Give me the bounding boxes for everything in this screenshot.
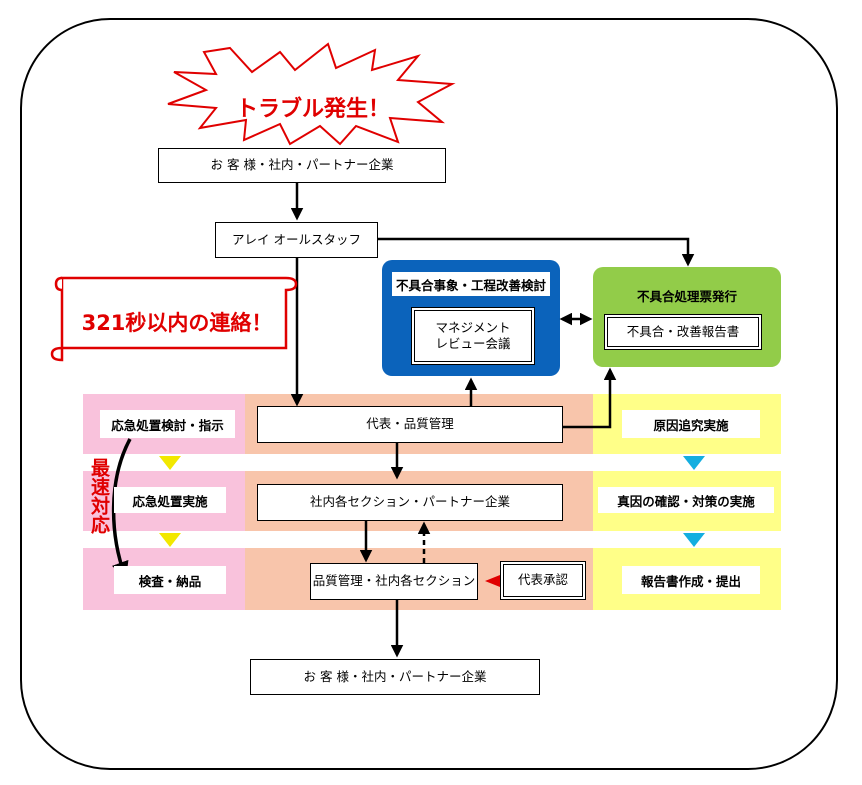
blue-triangle-icon (683, 533, 705, 547)
yellow-triangle-icon (159, 533, 181, 547)
emergency-action-label: 応急処置実施 (114, 487, 226, 513)
contact-banner-scroll (50, 276, 298, 362)
blue-triangle-icon (683, 456, 705, 470)
qa-sections-box: 品質管理・社内各セクション (310, 563, 478, 600)
root-cause-countermeasure-label: 真因の確認・対策の実施 (598, 487, 774, 513)
sections-partners-box: 社内各セクション・パートナー企業 (257, 484, 563, 521)
emergency-plan-label: 応急処置検討・指示 (100, 410, 235, 438)
fastest-response-label: 最速対応 (88, 458, 110, 534)
review-panel-title: 不具合事象・工程改善検討 (392, 272, 550, 296)
management-review-line1: マネジメント (435, 319, 511, 335)
customer-top-box: お 客 様・社内・パートナー企業 (158, 148, 446, 183)
customer-bottom-box: お 客 様・社内・パートナー企業 (250, 659, 540, 695)
management-review-meeting: マネジメント レビュー会議 (411, 307, 535, 365)
inspection-delivery-label: 検査・納品 (114, 566, 226, 594)
red-arrow-icon (485, 575, 500, 587)
defect-report-box: 不具合・改善報告書 (604, 314, 762, 350)
staff-box: アレイ オールスタッフ (215, 222, 378, 258)
management-review-line2: レビュー会議 (435, 336, 511, 351)
trouble-text: トラブル発生！ (235, 97, 390, 122)
trouble-starburst-icon (167, 42, 456, 146)
outer-frame (20, 18, 838, 770)
cause-investigation-label: 原因追究実施 (622, 410, 760, 438)
report-submission-label: 報告書作成・提出 (622, 566, 760, 594)
defect-panel-title: 不具合処理票発行 (636, 288, 737, 304)
yellow-triangle-icon (159, 456, 181, 470)
approval-box: 代表承認 (500, 561, 586, 600)
representative-qa-box: 代表・品質管理 (257, 406, 563, 443)
contact-banner-text: 321秒以内の連絡！ (81, 311, 273, 335)
